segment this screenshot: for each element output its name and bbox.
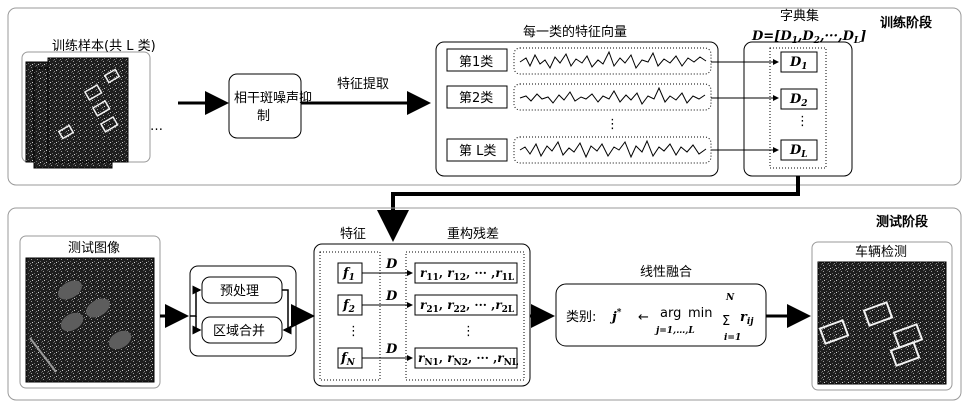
residual-row-N: rN1, rN2, ··· ,rNL [415,348,519,368]
feature-f2: f2 [338,295,362,315]
svg-text:←: ← [638,310,649,325]
residual-vdots: ⋮ [462,324,475,339]
split-arrow-top [190,290,200,316]
feature-fN: fN [338,348,362,368]
test-sar-image [26,258,154,382]
speckle-line1: 相干斑噪声抑 [234,91,312,106]
svg-text:min: min [688,306,713,321]
svg-text:Σ: Σ [722,314,730,329]
region-merge-label: 区域合并 [213,324,265,339]
class-L-label: 第 L类 [459,144,496,159]
join-arrow [282,290,288,330]
speckle-line2: 制 [257,109,270,124]
class-1-label: 第1类 [459,55,493,70]
svg-text:类别:: 类别: [566,310,596,325]
residual-row-2: r21, r22, ··· ,r2L [415,295,517,315]
svg-text:arg: arg [660,306,681,321]
preprocess-label: 预处理 [220,284,259,299]
split-arrow-bottom [196,316,200,330]
d-label-2: D [385,289,398,304]
d-label-1: D [385,257,398,272]
dictionary-title: 字典集 [780,8,819,24]
d-label-N: D [385,342,398,357]
class-2-label: 第2类 [459,91,493,106]
samples-ellipsis: … [150,119,163,134]
feature-vdots: ⋮ [347,324,360,339]
svg-text:N: N [725,293,735,303]
svg-text:j=1,…,L: j=1,…,L [654,326,695,336]
speckle-suppression-box [229,74,301,138]
test-stage-label: 测试阶段 [876,214,928,230]
vehicle-detection-label: 车辆检测 [855,244,907,260]
feature-title: 特征 [340,227,366,242]
test-image-label: 测试图像 [68,241,120,256]
training-sample-stack [22,52,150,168]
residual-title: 重构残差 [447,226,499,242]
class-vdots: ⋮ [606,117,619,132]
training-stage-label: 训练阶段 [880,15,932,31]
residual-row-1: r11, r12, ··· ,r1L [415,263,517,283]
dictionary-formula: D=[D1,D2,···,DL] [751,29,866,46]
svg-text:i=1: i=1 [724,333,741,343]
fusion-title: 线性融合 [640,265,692,280]
training-samples-label: 训练样本(共 L 类) [52,39,156,54]
vehicle-detection-image [818,262,946,384]
feature-f1: f1 [338,263,362,283]
dict-vdots: ⋮ [796,114,809,129]
feature-extraction-label: 特征提取 [337,76,389,92]
feature-vectors-title: 每一类的特征向量 [523,24,627,40]
